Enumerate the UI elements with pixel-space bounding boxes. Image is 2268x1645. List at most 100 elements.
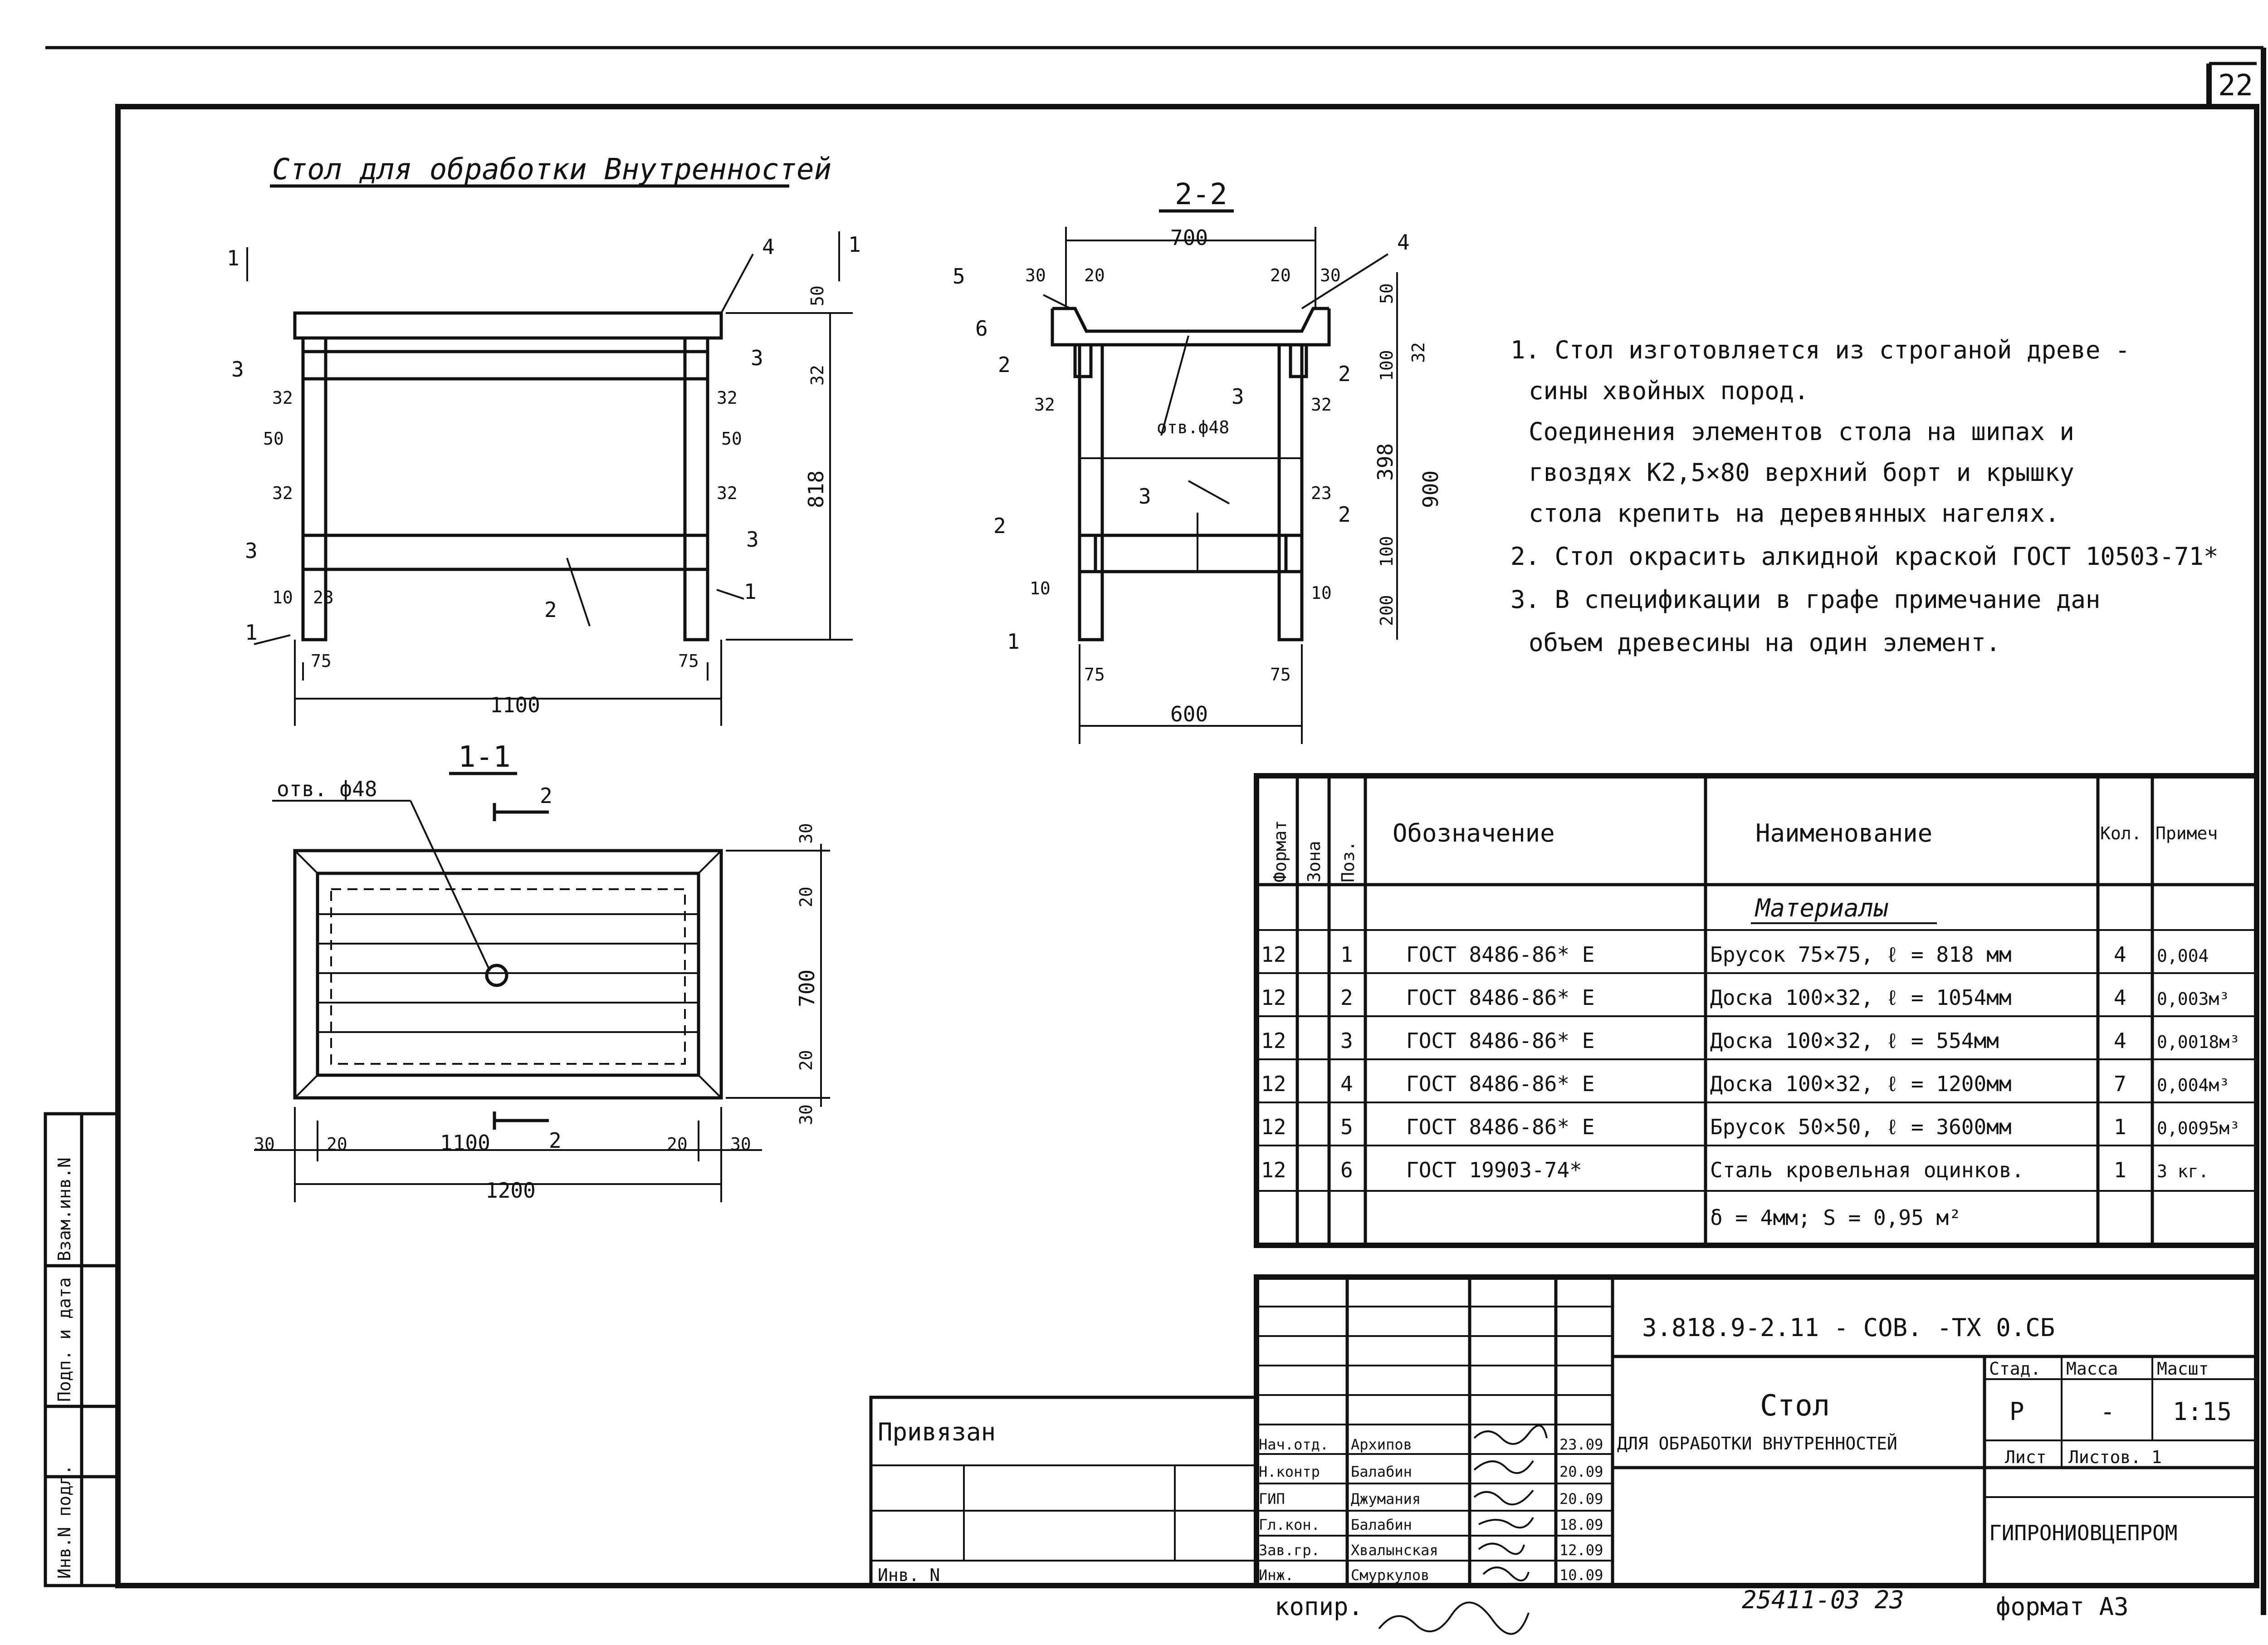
tb-stage-label: Стад. xyxy=(1989,1359,2041,1379)
spec-cell-pos: 4 xyxy=(1340,1072,1353,1096)
signer-row-6: Инж. Смуркулов 10.09 xyxy=(1259,1567,1603,1584)
signer-name: Джумания xyxy=(1351,1490,1421,1508)
tb-mass: - xyxy=(2100,1397,2115,1426)
spec-cell-designation: ГОСТ 8486-86* Е xyxy=(1406,1028,1594,1053)
spec-header-format: Формат xyxy=(1270,820,1290,882)
s22-dim-32: 32 xyxy=(1408,342,1428,363)
signer-name: Балабин xyxy=(1351,1516,1412,1533)
s11-dim-b30r: 30 xyxy=(730,1134,751,1154)
front-dim-leg-left: 75 xyxy=(311,651,332,671)
spec-cell-qty: 1 xyxy=(2114,1158,2126,1182)
s22-dim-10r: 10 xyxy=(1311,583,1332,603)
drawing-title: Стол для обработки Внутренностей xyxy=(272,153,831,186)
front-cut-mark-right: 1 xyxy=(848,232,861,257)
spec-cell-name: Сталь кровельная оцинков. xyxy=(1710,1158,2024,1182)
tb-code: 3.818.9-2.11 - СОВ. -ТХ 0.СБ xyxy=(1642,1313,2055,1342)
signer-row-5: Зав.гр. Хвалынская 12.09 xyxy=(1259,1542,1603,1559)
spec-group-materials: Материалы xyxy=(1755,894,1888,922)
signer-row-4: Гл.кон. Балабин 18.09 xyxy=(1259,1516,1603,1533)
section-11-label: 1-1 xyxy=(458,740,511,774)
s11-dim-700: 700 xyxy=(795,969,819,1007)
spec-cell-name: Брусок 50×50, ℓ = 3600мм xyxy=(1710,1115,2012,1139)
front-dim-top: 50 xyxy=(807,285,827,306)
tb-name-1: Стол xyxy=(1760,1389,1830,1423)
front-callout-3c: 3 xyxy=(245,539,258,563)
s22-dim-32l: 32 xyxy=(1034,395,1055,415)
spec-cell-qty: 1 xyxy=(2114,1115,2126,1139)
note-line-6: 2. Стол окрасить алкидной краской ГОСТ 1… xyxy=(1510,542,2219,571)
spec-cell-name: Доска 100×32, ℓ = 1054мм xyxy=(1710,985,2012,1010)
signer-name: Архипов xyxy=(1351,1436,1412,1453)
front-callout-3b: 3 xyxy=(751,346,763,370)
spec-cell-note: 0,0095м³ xyxy=(2157,1118,2240,1138)
s22-dim-10l: 10 xyxy=(1030,578,1051,598)
spec-cell-note: 0,0018м³ xyxy=(2157,1032,2240,1052)
note-line-5: стола крепить на деревянных нагелях. xyxy=(1529,499,2059,528)
signer-role: Зав.гр. xyxy=(1259,1542,1320,1559)
spec-cell-designation: ГОСТ 8486-86* Е xyxy=(1406,1115,1594,1139)
spec-cell-designation: ГОСТ 8486-86* Е xyxy=(1406,985,1594,1010)
s22-dim-100: 100 xyxy=(1377,350,1397,381)
spec-cell-note: 0,004 xyxy=(2157,946,2209,966)
front-callout-3a: 3 xyxy=(231,357,244,382)
spec-cell-format: 12 xyxy=(1261,1158,1286,1182)
s22-dim-75a: 75 xyxy=(1084,665,1105,685)
signer-date: 20.09 xyxy=(1559,1490,1603,1508)
spec-cell-pos: 1 xyxy=(1340,942,1353,967)
spec-extra-line: δ = 4мм; S = 0,95 м² xyxy=(1710,1205,1961,1230)
signer-name: Хвалынская xyxy=(1351,1542,1438,1559)
signer-date: 12.09 xyxy=(1559,1542,1603,1559)
s11-cut-top: 2 xyxy=(540,783,552,808)
s22-callout-6: 6 xyxy=(975,316,988,341)
spec-cell-qty: 4 xyxy=(2114,985,2126,1010)
s11-cut-bottom: 2 xyxy=(549,1128,562,1153)
tb-scale: 1:15 xyxy=(2173,1397,2232,1426)
front-dim-height: 818 xyxy=(804,470,828,508)
spec-cell-name: Доска 100×32, ℓ = 1200мм xyxy=(1710,1072,2012,1096)
spec-row-5: 12 5 ГОСТ 8486-86* Е Брусок 50×50, ℓ = 3… xyxy=(1261,1115,2240,1139)
title-block-grid xyxy=(869,1274,2259,1588)
spec-cell-format: 12 xyxy=(1261,1028,1286,1053)
section-11-view xyxy=(254,800,830,1202)
front-callout-4: 4 xyxy=(762,235,775,259)
signer-row-1: Нач.отд. Архипов 23.09 xyxy=(1259,1436,1603,1453)
spec-header-zone: Зона xyxy=(1304,841,1324,882)
front-callout-1b: 1 xyxy=(245,620,258,645)
notes: 1. Стол изготовляется из строганой древе… xyxy=(1510,336,2219,657)
signer-role: Н.контр xyxy=(1259,1463,1320,1480)
s11-dim-b1200: 1200 xyxy=(485,1178,536,1203)
tb-privyazan: Привязан xyxy=(878,1418,996,1446)
signature-scribbles xyxy=(1378,1425,1548,1635)
spec-table-grid xyxy=(1254,773,2259,1248)
s22-dim-23: 23 xyxy=(1311,483,1332,503)
front-cut-mark-left: 1 xyxy=(227,246,240,270)
s11-dim-20a: 20 xyxy=(796,886,816,907)
note-line-1: 1. Стол изготовляется из строганой древе… xyxy=(1510,336,2130,364)
s22-callout-3b: 3 xyxy=(1139,484,1151,509)
spec-cell-format: 12 xyxy=(1261,1115,1286,1139)
front-dim-right-1: 32 xyxy=(717,388,738,408)
footer-kopir: копир. xyxy=(1275,1592,1363,1621)
signer-date: 18.09 xyxy=(1559,1516,1603,1533)
s22-dim-900: 900 xyxy=(1418,470,1443,508)
s22-callout-1: 1 xyxy=(1007,629,1020,654)
tb-mass-label: Масса xyxy=(2066,1359,2118,1379)
page-number: 22 xyxy=(2218,69,2253,103)
s11-dim-30a: 30 xyxy=(796,823,816,844)
s11-dim-20b: 20 xyxy=(796,1050,816,1071)
s22-callout-2c: 2 xyxy=(1338,502,1351,527)
spec-cell-format: 12 xyxy=(1261,985,1286,1010)
signer-role: Инж. xyxy=(1259,1567,1294,1584)
signer-name: Смуркулов xyxy=(1351,1567,1429,1584)
spec-header-name: Наименование xyxy=(1755,819,1932,847)
spec-row-4: 12 4 ГОСТ 8486-86* Е Доска 100×32, ℓ = 1… xyxy=(1261,1072,2229,1096)
s11-dim-b20r: 20 xyxy=(667,1134,688,1154)
spec-cell-format: 12 xyxy=(1261,1072,1286,1096)
front-dim-right-3: 32 xyxy=(717,483,738,503)
signer-row-2: Н.контр Балабин 20.09 xyxy=(1259,1463,1603,1480)
spec-header-pos: Поз. xyxy=(1338,841,1358,882)
note-line-2: сины хвойных пород. xyxy=(1529,377,1809,405)
spec-cell-pos: 6 xyxy=(1340,1158,1353,1182)
signer-row-3: ГИП Джумания 20.09 xyxy=(1259,1490,1603,1508)
footer-format: формат А3 xyxy=(1996,1592,2129,1621)
